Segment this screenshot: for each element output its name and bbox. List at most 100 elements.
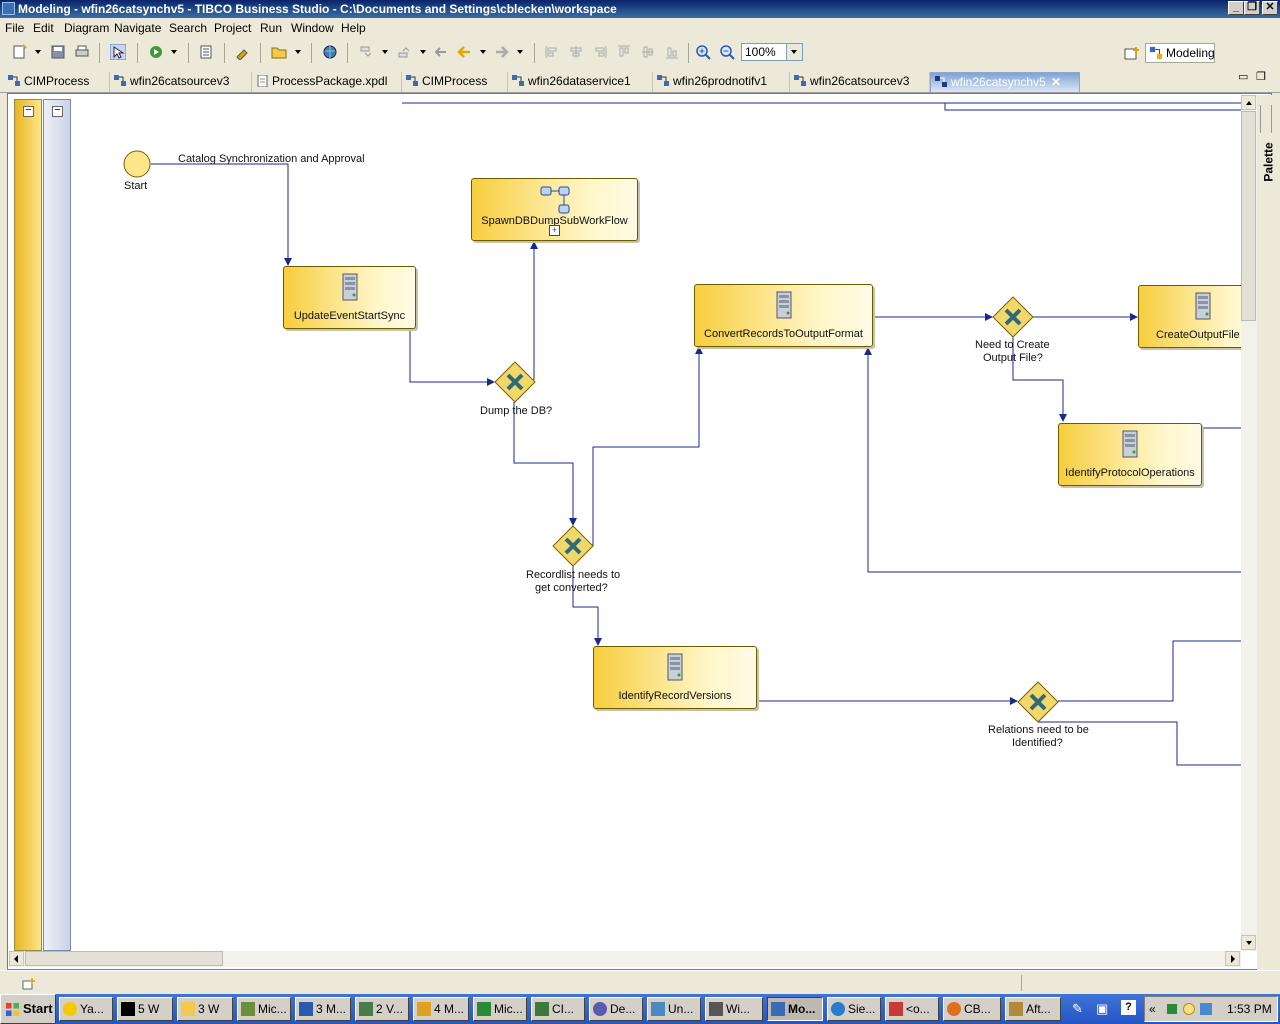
next-annotation-icon[interactable] bbox=[358, 44, 374, 60]
zoom-in-icon[interactable] bbox=[695, 44, 711, 60]
close-button[interactable]: ✕ bbox=[1262, 1, 1278, 15]
flow-relations-out-bottom[interactable] bbox=[1038, 721, 1241, 766]
minimize-button[interactable]: _ bbox=[1228, 1, 1244, 15]
new-icon[interactable] bbox=[12, 44, 28, 60]
taskbar-item-explorer-group[interactable]: 3 W bbox=[177, 997, 233, 1021]
perspective-modeling-button[interactable]: Modeling bbox=[1145, 43, 1215, 63]
open-dropdown-icon[interactable] bbox=[295, 50, 301, 54]
task-update-event-start-sync[interactable]: UpdateEventStartSync bbox=[283, 266, 416, 329]
fast-view-icon[interactable] bbox=[22, 978, 36, 990]
select-tool-icon[interactable] bbox=[110, 44, 126, 60]
show-hidden-icons-icon[interactable]: « bbox=[1149, 1002, 1156, 1016]
tray-clock-app-icon[interactable] bbox=[1183, 1003, 1195, 1015]
run-dropdown-icon[interactable] bbox=[171, 50, 177, 54]
menu-run[interactable]: Run bbox=[260, 21, 283, 35]
palette-label[interactable]: Palette bbox=[1261, 142, 1276, 182]
open-folder-icon[interactable] bbox=[271, 44, 287, 60]
scroll-up-button[interactable] bbox=[1241, 95, 1256, 110]
align-right-icon[interactable] bbox=[592, 44, 608, 60]
taskbar-item-yahoo[interactable]: Ya... bbox=[59, 997, 113, 1021]
build-icon[interactable] bbox=[234, 44, 250, 60]
task-identify-protocol-operations[interactable]: IdentifyProtocolOperations bbox=[1058, 423, 1202, 486]
vertical-scroll-thumb[interactable] bbox=[1241, 111, 1256, 321]
properties-icon[interactable] bbox=[198, 44, 214, 60]
horizontal-scroll-thumb[interactable] bbox=[25, 951, 223, 966]
taskbar-item-aft[interactable]: Aft... bbox=[1005, 997, 1061, 1021]
last-edit-icon[interactable] bbox=[433, 44, 449, 60]
save-icon[interactable] bbox=[50, 44, 66, 60]
taskbar-item-cmd-group[interactable]: 5 W bbox=[117, 997, 173, 1021]
close-tab-icon[interactable]: ✕ bbox=[1051, 75, 1062, 89]
taskbar-item-mic-1[interactable]: Mic... bbox=[237, 997, 291, 1021]
scroll-left-button[interactable] bbox=[9, 951, 24, 966]
gateway-recordlist-convert[interactable] bbox=[552, 525, 594, 567]
task-spawn-db-dump-subworkflow[interactable]: SpawnDBDumpSubWorkFlow + bbox=[471, 178, 638, 241]
scroll-right-button[interactable] bbox=[1225, 951, 1240, 966]
flow-recordlist-to-convert[interactable] bbox=[592, 346, 703, 546]
taskbar-item-visio-group[interactable]: 2 V... bbox=[355, 997, 409, 1021]
palette-panel[interactable]: Palette bbox=[1257, 95, 1276, 970]
taskbar-item-ie[interactable]: Sie... bbox=[827, 997, 881, 1021]
tab-wfin26dataservice1[interactable]: wfin26dataservice1 bbox=[508, 72, 653, 92]
menu-diagram[interactable]: Diagram bbox=[64, 21, 110, 35]
run-icon[interactable] bbox=[148, 44, 164, 60]
start-event[interactable] bbox=[122, 150, 152, 180]
zoom-combo[interactable]: 100% bbox=[741, 43, 803, 61]
gateway-need-to-create-output[interactable] bbox=[992, 296, 1034, 338]
taskbar-item-firefox[interactable]: CB... bbox=[943, 997, 1001, 1021]
flow-need-to-protocol[interactable] bbox=[1012, 337, 1067, 422]
menu-search[interactable]: Search bbox=[169, 21, 208, 35]
taskbar-item-ci[interactable]: CI... bbox=[531, 997, 585, 1021]
forward-icon[interactable] bbox=[494, 44, 510, 60]
help-icon[interactable]: ? bbox=[1121, 1000, 1136, 1015]
new-dropdown-icon[interactable] bbox=[35, 50, 41, 54]
restore-button[interactable]: ❐ bbox=[1244, 1, 1260, 15]
flow-dump-to-recordlist[interactable] bbox=[513, 402, 577, 526]
taskbar-item-wi[interactable]: Wi... bbox=[705, 997, 763, 1021]
prev-annotation-icon[interactable] bbox=[396, 44, 412, 60]
taskbar-item-outlook-group[interactable]: 4 M... bbox=[413, 997, 469, 1021]
menu-window[interactable]: Window bbox=[291, 21, 334, 35]
menu-navigate[interactable]: Navigate bbox=[114, 21, 162, 35]
network-icon[interactable] bbox=[1200, 1003, 1212, 1015]
pool-header[interactable]: − bbox=[14, 99, 42, 951]
align-middle-icon[interactable] bbox=[640, 44, 656, 60]
align-bottom-icon[interactable] bbox=[664, 44, 680, 60]
diagram-canvas[interactable] bbox=[7, 93, 1272, 970]
flow-relations-out-top[interactable] bbox=[1058, 640, 1241, 702]
tab-wfin26prodnotifv1[interactable]: wfin26prodnotifv1 bbox=[653, 72, 790, 92]
quicklaunch-app-icon[interactable]: ▣ bbox=[1096, 1001, 1109, 1016]
tab-processpackage-xpdl[interactable]: ProcessPackage.xpdl bbox=[252, 72, 402, 92]
lane-header[interactable]: − bbox=[43, 99, 71, 951]
align-center-icon[interactable] bbox=[568, 44, 584, 60]
align-left-icon[interactable] bbox=[544, 44, 560, 60]
start-button[interactable]: Start bbox=[0, 994, 56, 1024]
next-annotation-dropdown-icon[interactable] bbox=[382, 50, 388, 54]
tray-app-icon[interactable] bbox=[1167, 1004, 1177, 1014]
expand-subprocess-icon[interactable]: + bbox=[549, 225, 560, 236]
tab-wfin26catsynchv5[interactable]: wfin26catsynchv5 ✕ bbox=[930, 72, 1080, 92]
tab-wfin26catsourcev3[interactable]: wfin26catsourcev3 bbox=[110, 72, 252, 92]
menu-project[interactable]: Project bbox=[214, 21, 252, 35]
zoom-out-icon[interactable] bbox=[719, 44, 735, 60]
palette-grip[interactable] bbox=[1260, 105, 1272, 133]
taskbar-item-o[interactable]: <o... bbox=[885, 997, 939, 1021]
tab-cimprocess[interactable]: CIMProcess bbox=[4, 72, 110, 92]
taskbar-item-de[interactable]: De... bbox=[589, 997, 643, 1021]
task-convert-records-to-output-format[interactable]: ConvertRecordsToOutputFormat bbox=[694, 284, 873, 347]
task-identify-record-versions[interactable]: IdentifyRecordVersions bbox=[593, 646, 757, 709]
clock[interactable]: 1:53 PM bbox=[1227, 1002, 1272, 1016]
back-icon[interactable] bbox=[456, 44, 472, 60]
open-perspective-icon[interactable] bbox=[1124, 46, 1140, 62]
menu-file[interactable]: File bbox=[5, 21, 25, 35]
taskbar-item-excel[interactable]: Mic... bbox=[473, 997, 527, 1021]
scroll-down-button[interactable] bbox=[1241, 935, 1256, 950]
flow-recordlist-to-versions[interactable] bbox=[572, 566, 602, 646]
back-dropdown-icon[interactable] bbox=[480, 50, 486, 54]
maximize-editor-icon[interactable]: ❐ bbox=[1256, 71, 1266, 83]
quicklaunch-tool-icon[interactable]: ✎ bbox=[1072, 1001, 1083, 1016]
prev-annotation-dropdown-icon[interactable] bbox=[420, 50, 426, 54]
forward-dropdown-icon[interactable] bbox=[517, 50, 523, 54]
flow-loop-back-to-convert[interactable] bbox=[864, 347, 1241, 573]
tab-wfin26catsourcev3-2[interactable]: wfin26catsourcev3 bbox=[790, 72, 930, 92]
